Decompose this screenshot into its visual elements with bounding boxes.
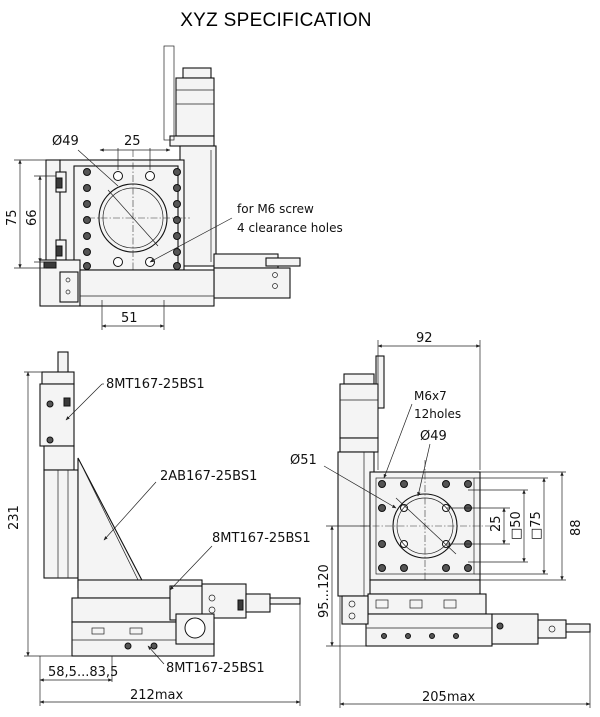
top-view-dimensions xyxy=(14,148,233,330)
side-label-bottom-stage: 8MT167-25BS1 xyxy=(166,661,265,676)
side-view-dimensions xyxy=(24,371,301,706)
top-dim-25-label: 25 xyxy=(124,134,141,149)
front-diameter-51-label: Ø51 xyxy=(290,453,317,468)
front-view-table xyxy=(360,460,500,596)
top-view: Ø49 25 75 66 51 for M6 screw 4 clearance… xyxy=(5,45,343,330)
front-view-lower-stages xyxy=(341,579,591,647)
side-label-top-stage: 8MT167-25BS1 xyxy=(106,377,205,392)
front-view: 92 M6x7 12holes Ø49 Ø51 25 □50 □75 88 95… xyxy=(290,331,591,708)
side-label-mid-stage: 8MT167-25BS1 xyxy=(212,531,311,546)
front-dim-width-label: 205max xyxy=(422,690,475,705)
top-note-line1: for M6 screw xyxy=(237,202,314,216)
front-diameter-49-label: Ø49 xyxy=(420,429,447,444)
front-dim-88-label: 88 xyxy=(569,519,584,536)
top-view-screw xyxy=(213,253,301,299)
side-dim-width-label: 212max xyxy=(130,688,183,703)
top-dim-75-label: 75 xyxy=(5,209,20,226)
front-m6-label: M6x7 xyxy=(414,389,447,403)
side-view-vertical-stage xyxy=(39,351,79,579)
side-view-lower-stage xyxy=(71,613,215,657)
page-title: XYZ SPECIFICATION xyxy=(180,10,372,31)
side-view: 8MT167-25BS1 2AB167-25BS1 8MT167-25BS1 8… xyxy=(7,351,311,706)
side-dim-travel-label: 58,5...83,5 xyxy=(48,665,118,680)
front-dim-sq50-label: □50 xyxy=(509,511,524,540)
side-label-bracket: 2AB167-25BS1 xyxy=(160,469,257,484)
front-dim-25-label: 25 xyxy=(489,515,504,532)
top-view-table xyxy=(45,150,190,280)
front-view-dimensions xyxy=(323,340,591,708)
side-dim-height-label: 231 xyxy=(7,505,22,530)
top-note-line2: 4 clearance holes xyxy=(237,221,343,235)
top-view-holes xyxy=(83,168,181,270)
front-view-motor xyxy=(337,355,385,597)
top-dim-51-label: 51 xyxy=(121,311,138,326)
top-dim-66-label: 66 xyxy=(25,209,40,226)
front-dim-range-label: 95...120 xyxy=(317,564,332,618)
front-holes-label: 12holes xyxy=(414,407,461,421)
top-diameter-label: Ø49 xyxy=(52,134,79,149)
front-dim-sq75-label: □75 xyxy=(529,511,544,540)
side-view-bracket xyxy=(77,457,147,589)
front-dim-92-label: 92 xyxy=(416,331,433,346)
